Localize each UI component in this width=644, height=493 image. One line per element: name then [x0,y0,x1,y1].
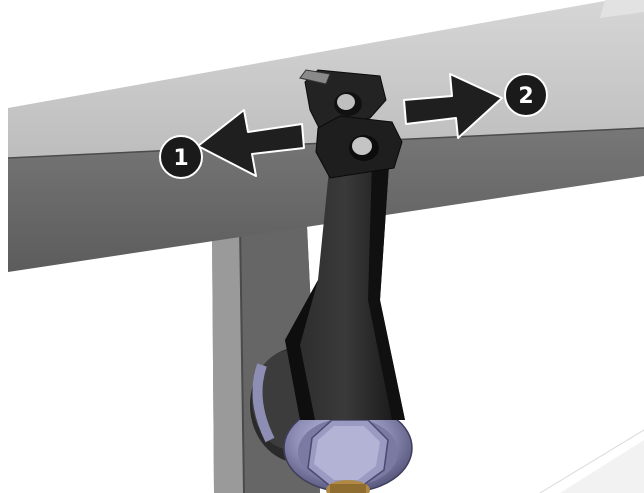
callout-2-label: 2 [518,84,533,109]
arrow-left-icon [197,109,305,177]
upper-bracket [299,69,403,179]
floor-lines [539,429,644,493]
link-arm [285,150,405,420]
callout-2-circle [504,73,548,117]
arrow-right-icon [403,73,503,139]
callout-1: 1 [159,135,203,179]
callout-1-circle [159,135,203,179]
callout-1-label: 1 [173,146,188,171]
callout-2: 2 [504,73,548,117]
